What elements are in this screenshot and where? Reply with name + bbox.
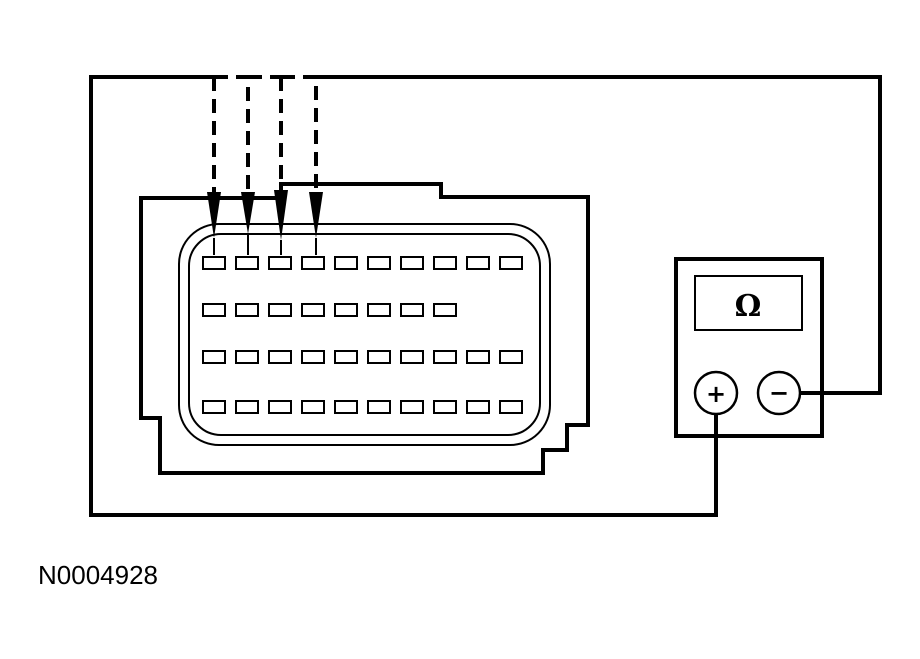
- pin-cavity: [400, 400, 424, 414]
- back-probe: [309, 192, 323, 238]
- pin-cavity: [268, 256, 292, 270]
- ohmmeter: Ω + −: [674, 257, 824, 438]
- ohmmeter-body: [674, 257, 824, 438]
- plus-terminal: [693, 370, 739, 416]
- connector-face-inner: [188, 233, 541, 436]
- plus-terminal-symbol: +: [706, 380, 726, 408]
- pin-cavity: [301, 350, 325, 364]
- pin-cavity: [400, 256, 424, 270]
- pin-cavity: [367, 303, 391, 317]
- pin-cavity: [400, 303, 424, 317]
- pin-cavity: [202, 400, 226, 414]
- positive-lead-wire: [89, 75, 718, 517]
- pin-cavity: [301, 303, 325, 317]
- pin-cavity: [334, 256, 358, 270]
- pin-cavity: [367, 350, 391, 364]
- pin-cavity: [433, 400, 457, 414]
- pin-cavity: [334, 350, 358, 364]
- pin-cavity: [433, 350, 457, 364]
- pin-cavity: [334, 303, 358, 317]
- pin-cavity: [367, 400, 391, 414]
- pin-cavity: [235, 256, 259, 270]
- pin-cavity: [235, 350, 259, 364]
- pin-cavity: [400, 350, 424, 364]
- pin-cavity: [301, 400, 325, 414]
- pin-cavity: [268, 400, 292, 414]
- minus-terminal: [756, 370, 802, 416]
- pin-cavity: [202, 303, 226, 317]
- pin-cavity: [466, 400, 490, 414]
- back-probes: [207, 190, 323, 255]
- connector-face-outer: [178, 223, 551, 446]
- pin-cavity: [499, 350, 523, 364]
- pin-cavity: [466, 256, 490, 270]
- pin-cavity: [301, 256, 325, 270]
- figure-reference-number: N0004928: [38, 560, 158, 590]
- pin-cavity: [433, 256, 457, 270]
- probe-jumper-wires: [212, 75, 318, 200]
- pin-cavity: [202, 350, 226, 364]
- ohmmeter-display-symbol: Ω: [735, 289, 762, 324]
- negative-lead-wire: [316, 75, 882, 395]
- minus-terminal-symbol: −: [769, 379, 789, 407]
- pin-cavity: [235, 303, 259, 317]
- ohmmeter-display: [694, 275, 803, 331]
- pin-cavity: [268, 303, 292, 317]
- pin-cavity: [334, 400, 358, 414]
- pin-cavity: [433, 303, 457, 317]
- back-probe: [241, 192, 255, 234]
- pin-cavity: [235, 400, 259, 414]
- connector-pin-cavities: [202, 256, 523, 414]
- pin-cavity: [268, 350, 292, 364]
- back-probe: [207, 192, 221, 238]
- back-probe: [274, 190, 288, 240]
- connector-housing: [139, 182, 590, 475]
- pin-cavity: [367, 256, 391, 270]
- pin-cavity: [202, 256, 226, 270]
- pin-cavity: [499, 400, 523, 414]
- pin-cavity: [499, 256, 523, 270]
- pin-cavity: [466, 350, 490, 364]
